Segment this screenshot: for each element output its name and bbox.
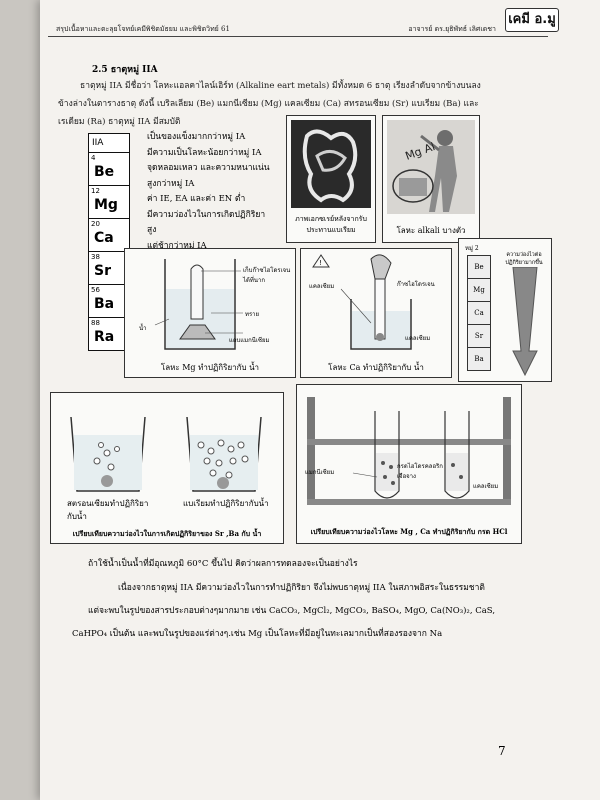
trend-element: Be xyxy=(467,255,491,279)
trend-element-list: Be Mg Ca Sr Ba xyxy=(467,255,491,371)
property-item: มีความว่องไวในการเกิดปฏิกิริยาสูง xyxy=(147,209,266,236)
alkali-photo: Mg Al โลหะ alkali บางตัว xyxy=(382,115,480,243)
element-symbol: Be xyxy=(94,164,115,180)
element-symbol: Sr xyxy=(94,263,111,279)
label-dilute-hcl: กรดไฮโดรคลอริกเจือจาง xyxy=(397,463,443,480)
label-calcium-1: แคลเซียม xyxy=(309,283,335,290)
mg-water-figure: เก็บก๊าซไฮโดรเจนได้ที่นาก น้ำ ทราย แถบแม… xyxy=(124,248,296,378)
property-item: ค่า IE, EA และค่า EN ต่ำ xyxy=(147,194,246,204)
trend-element: Sr xyxy=(467,325,491,348)
trend-element: Mg xyxy=(467,279,491,302)
running-header: สรุปเนื้อหาและตะลุยโจทย์เคมีพิชิตมัธยม แ… xyxy=(48,20,548,37)
label-calcium-2: แคลเซียม xyxy=(405,335,431,342)
atomic-number: 12 xyxy=(91,187,100,195)
property-item: สูงกว่าหมู่ IA xyxy=(147,178,195,189)
intro-line-1: ธาตุหมู่ IIA มีชื่อว่า โลหะแอลคาไลน์เอิร… xyxy=(80,81,481,91)
intro-line-2: ข้างล่างในตารางธาตุ ดังนี้ เบริลเลียม (B… xyxy=(58,99,479,109)
alkali-caption: โลหะ alkali บางตัว xyxy=(396,226,466,235)
xray-caption: ภาพเอกซเรย์หลังจากรับประทานแบเรียม xyxy=(295,215,367,234)
trend-element: Ca xyxy=(467,302,491,325)
label-water: น้ำ xyxy=(139,325,147,332)
element-symbol: Mg xyxy=(94,197,118,213)
svg-text:!: ! xyxy=(319,259,322,267)
alkali-image: Mg Al xyxy=(387,120,475,214)
sr-ba-water-figure: สตรอนเซียมทำปฏิกิริยากับน้ำ แบเรียมทำปฏิ… xyxy=(50,392,284,544)
label-calcium: แคลเซียม xyxy=(473,483,499,490)
trend-element: Ba xyxy=(467,348,491,371)
sr-label: สตรอนเซียมทำปฏิกิริยากับน้ำ xyxy=(67,499,149,521)
label-sand: ทราย xyxy=(245,311,260,318)
xray-photo: ภาพเอกซเรย์หลังจากรับประทานแบเรียม xyxy=(286,115,376,243)
property-item: มีความเป็นโลหะน้อยกว่าหมู่ IA xyxy=(147,147,262,158)
mg-water-caption: โลหะ Mg ทำปฏิกิริยากับ น้ำ xyxy=(160,363,260,372)
properties-list: เป็นของแข็งมากกว่าหมู่ IA มีความเป็นโลหะ… xyxy=(147,130,272,254)
atomic-number: 56 xyxy=(91,286,100,294)
section-title: 2.5 ธาตุหมู่ IIA xyxy=(92,65,158,75)
label-mg-strip: แถบแมกนีเซียม xyxy=(229,337,270,344)
sr-ba-caption: เปรียบเทียบความว่องไวในการเกิดปฏิกิริยาข… xyxy=(72,529,262,538)
atomic-number: 4 xyxy=(91,154,96,162)
ca-water-diagram: ! xyxy=(312,254,412,350)
element-symbol: Ba xyxy=(94,296,115,312)
atomic-number: 88 xyxy=(91,319,100,327)
ca-water-caption: โลหะ Ca ทำปฏิกิริยากับ น้ำ xyxy=(328,363,424,372)
element-symbol: Ra xyxy=(94,329,115,345)
element-symbol: Ca xyxy=(94,230,114,246)
xray-image xyxy=(291,120,371,208)
body-line: CaHPO₄ เป็นต้น และพบในรูปของแร่ต่างๆ.เช่… xyxy=(72,629,443,639)
label-hydrogen-gas: ก๊าซไฮโดรเจน xyxy=(397,281,435,288)
hcl-figure: แมกนีเซียม กรดไฮโดรคลอริกเจือจาง แคลเซีย… xyxy=(296,384,522,544)
ba-label: แบเรียมทำปฏิกิริยากับน้ำ xyxy=(183,499,269,508)
question-line: ถ้าใช้น้ำเป็นน้ำที่มีอุณหภูมิ 60°C ขึ้นไ… xyxy=(88,559,358,569)
group-label: IIA xyxy=(89,134,129,153)
body-line: แต่จะพบในรูปของสารประกอบต่างๆมากมาย เช่น… xyxy=(88,606,496,616)
hcl-caption: เปรียบเทียบความว่องไวโลหะ Mg , Ca ทำปฏิก… xyxy=(310,527,508,536)
label-magnesium: แมกนีเซียม xyxy=(305,469,335,476)
property-item: เป็นของแข็งมากกว่าหมู่ IA xyxy=(147,132,246,142)
atomic-number: 38 xyxy=(91,253,100,261)
intro-line-3: เรเดียม (Ra) ธาตุหมู่ IIA มีสมบัติ xyxy=(58,117,181,127)
ca-water-figure: ! แคลเซียม ก๊าซไฮโดรเจน แคลเซียม โลหะ Ca… xyxy=(300,248,452,378)
sr-ba-diagram xyxy=(70,416,262,492)
hcl-diagram xyxy=(307,397,511,505)
property-item: จุดหลอมเหลว และความหนาแน่น xyxy=(147,163,270,173)
mg-water-diagram xyxy=(154,259,243,350)
header-right: อาจารย์ ดร.ยุธิพัทธ์ เลิศเดชา xyxy=(408,25,496,33)
label-hydrogen-collect: เก็บก๊าซไฮโดรเจนได้ที่นาก xyxy=(243,267,291,284)
trend-group-label: หมู่ 2 xyxy=(465,245,479,252)
logo-badge: เคมี อ.มู xyxy=(505,8,559,32)
property-item: แต่ช้ากว่าหมู่ IA xyxy=(147,240,207,251)
trend-arrow-text: ความว่องไวต่อปฏิกิริยามากขึ้น xyxy=(505,252,543,266)
header-left: สรุปเนื้อหาและตะลุยโจทย์เคมีพิชิตมัธยม แ… xyxy=(56,25,230,33)
body-line: เนื่องจากธาตุหมู่ IIA มีความว่องไวในการท… xyxy=(118,583,485,593)
atomic-number: 20 xyxy=(91,220,100,228)
reactivity-trend-figure: หมู่ 2 Be Mg Ca Sr Ba ความว่องไวต่อปฏิกิ… xyxy=(458,238,552,382)
page-number: 7 xyxy=(498,744,506,758)
down-arrow-icon xyxy=(512,267,538,377)
